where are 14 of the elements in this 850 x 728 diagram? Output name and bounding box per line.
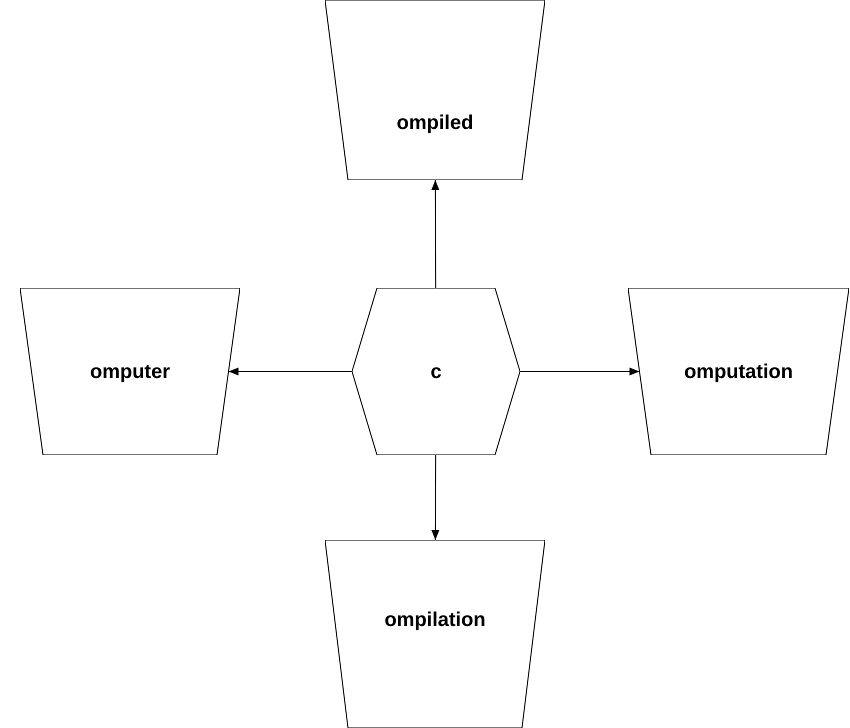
hexagon-shape [352,288,520,455]
arrow [431,180,440,288]
trapezoid-shape [20,288,240,455]
node-label: c [430,361,442,383]
node-label: omputer [90,361,170,383]
arrow [228,368,352,376]
node-label: omputation [684,361,793,383]
trapezoid-shape [628,288,849,455]
trapezoid-shape [325,0,545,180]
node-label: ompiled [396,112,474,134]
trapezoid-shape [325,540,545,728]
node-label: ompilation [384,609,486,631]
arrow [431,454,440,540]
arrow [520,368,640,376]
